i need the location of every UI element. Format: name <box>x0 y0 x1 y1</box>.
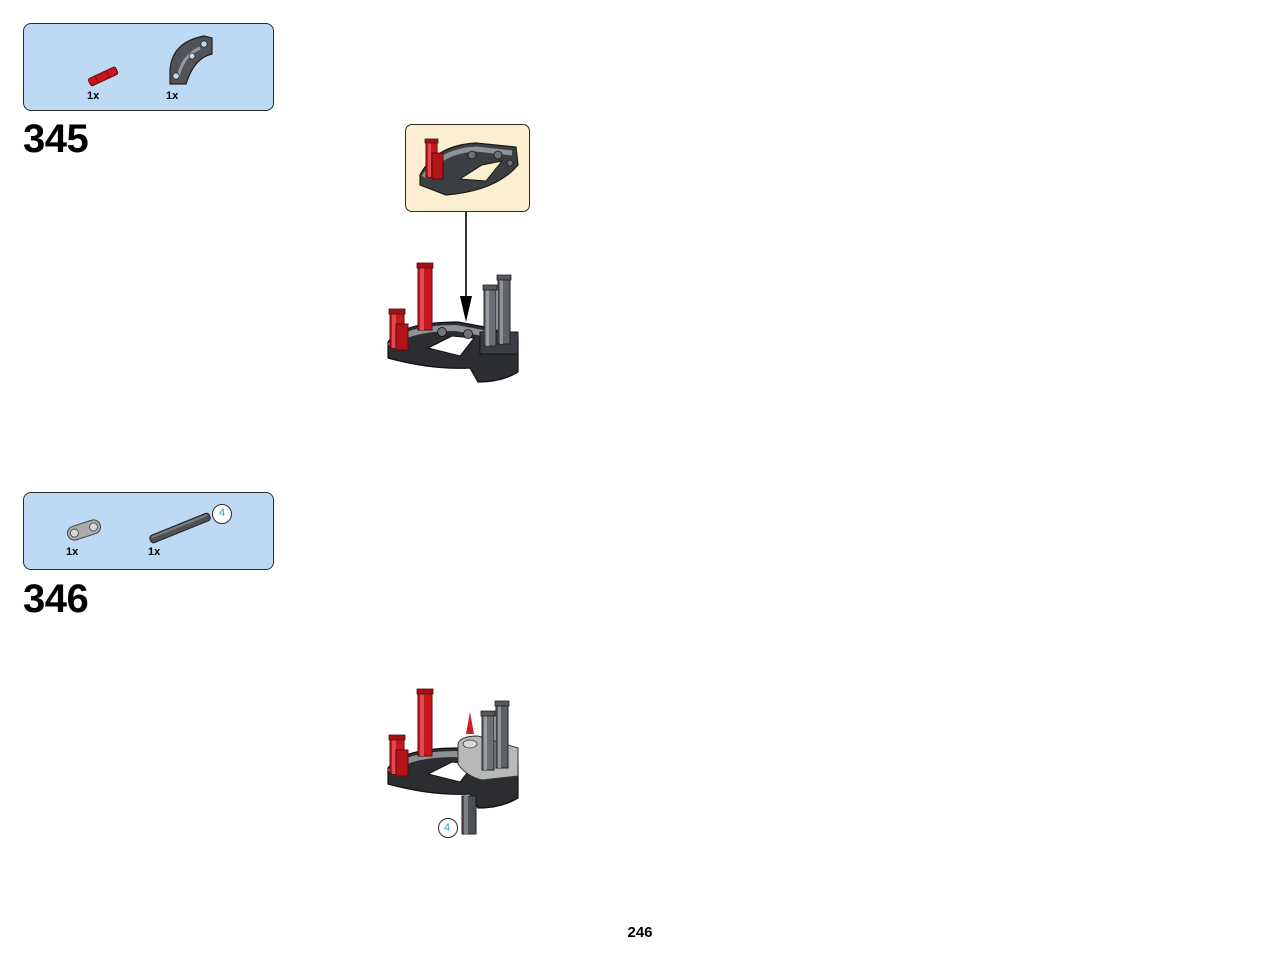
red-axle-pin-icon <box>87 66 119 87</box>
page-number: 246 <box>627 924 653 941</box>
step-345-parts-list: 1x 1x <box>23 23 274 111</box>
dark-gray-quarter-frame-icon <box>169 35 213 85</box>
part-quantity: 1x <box>66 546 79 558</box>
axle-length-badge-icon <box>212 504 232 524</box>
step-number: 345 <box>23 117 89 161</box>
sub-assembly-callout <box>405 124 530 212</box>
part-quantity: 1x <box>148 546 161 558</box>
part-quantity: 1x <box>166 90 179 102</box>
step-number: 346 <box>23 577 89 621</box>
part-quantity: 1x <box>87 90 100 102</box>
step-345-model-image <box>387 262 519 383</box>
step-346-model-image <box>387 688 519 838</box>
axle-length-label: 4 <box>219 507 226 519</box>
axle-length-label: 4 <box>444 822 451 834</box>
dark-gray-axle-icon <box>149 512 211 544</box>
callout-subassembly-image <box>419 138 519 196</box>
step-346-parts-list: 1x 1x 4 <box>23 492 274 570</box>
assembly-arrow <box>460 212 472 322</box>
light-gray-beam-icon <box>66 519 102 541</box>
